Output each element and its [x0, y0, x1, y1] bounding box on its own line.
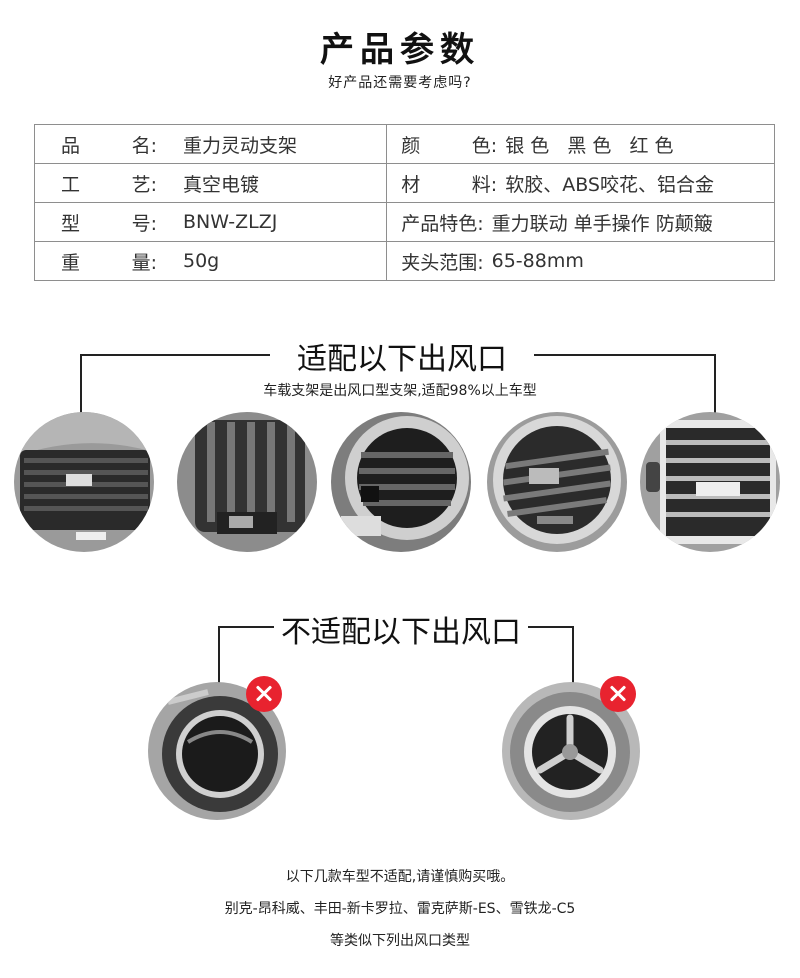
spec-label: 重量: [61, 251, 157, 274]
bracket-line-right-h [534, 354, 716, 356]
table-row: 重量: 50g 夹头范围: 65-88mm [33, 241, 775, 281]
spec-value: 银 色 黑 色 红 色 [505, 134, 674, 157]
bracket-line-right-h [528, 626, 574, 628]
bracket-line-right-v [714, 354, 716, 418]
spec-value: 软胶、ABS咬花、铝合金 [505, 173, 714, 196]
vent-photo-4 [487, 412, 627, 552]
vent-photo-1 [14, 412, 154, 552]
table-row: 品名: 重力灵动支架 颜色: 银 色 黑 色 红 色 [33, 124, 775, 164]
spec-value: 65-88mm [491, 250, 584, 272]
spec-value: 50g [183, 250, 220, 272]
incompatible-note-3: 等类似下列出风口类型 [330, 933, 470, 949]
vent-photo-2 [177, 412, 317, 552]
bracket-line-left-v [80, 354, 82, 418]
table-row: 型号: BNW-ZLZJ 产品特色: 重力联动 单手操作 防颠簸 [33, 202, 775, 242]
incompatible-title: 不适配以下出风口 [281, 615, 521, 650]
spec-value: 重力联动 单手操作 防颠簸 [491, 212, 713, 235]
compatible-subtitle: 车载支架是出风口型支架,适配98%以上车型 [263, 383, 537, 399]
spec-value: 重力灵动支架 [183, 134, 298, 157]
vent-photo-5 [640, 412, 780, 552]
bracket-line-right-v [572, 626, 574, 688]
incompatible-note-1: 以下几款车型不适配,请谨慎购买哦。 [285, 869, 515, 885]
table-row: 工艺: 真空电镀 材料: 软胶、ABS咬花、铝合金 [33, 163, 775, 203]
spec-label: 产品特色: [401, 212, 484, 235]
vent-photo-3 [331, 412, 471, 552]
bracket-line-left-h [218, 626, 274, 628]
page-subtitle: 好产品还需要考虑吗? [328, 75, 472, 91]
compatible-title: 适配以下出风口 [297, 342, 507, 377]
spec-label: 材料: [401, 173, 498, 196]
spec-table: 品名: 重力灵动支架 颜色: 银 色 黑 色 红 色 工艺: 真空电镀 材料: … [33, 124, 775, 281]
not-compatible-icon [246, 676, 282, 712]
page-title: 产品参数 [320, 30, 480, 70]
not-compatible-icon [600, 676, 636, 712]
bracket-line-left-h [80, 354, 270, 356]
incompatible-note-2: 别克-昂科威、丰田-新卡罗拉、雷克萨斯-ES、雪铁龙-C5 [224, 901, 576, 917]
spec-label: 夹头范围: [401, 251, 484, 274]
bracket-line-left-v [218, 626, 220, 688]
spec-label: 颜色: [401, 134, 498, 157]
spec-label: 品名: [61, 134, 157, 157]
spec-label: 型号: [61, 212, 157, 235]
spec-value: BNW-ZLZJ [183, 211, 278, 233]
spec-label: 工艺: [61, 173, 157, 196]
spec-value: 真空电镀 [183, 173, 260, 196]
